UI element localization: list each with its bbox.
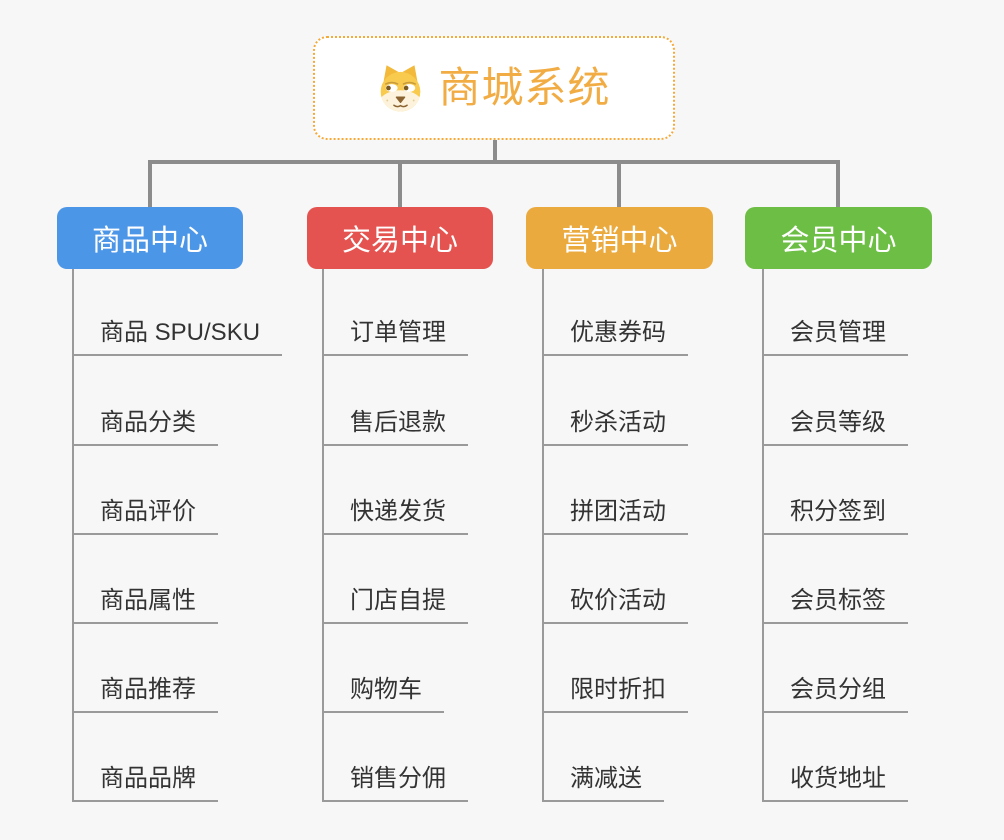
leaf-node[interactable]: 收货地址 [762,764,908,802]
branch-product-center[interactable]: 商品中心 [57,207,243,269]
leaf-node[interactable]: 秒杀活动 [542,408,688,446]
leaf-node[interactable]: 会员管理 [762,318,908,356]
leaf-node[interactable]: 售后退款 [322,408,468,446]
leaf-node[interactable]: 购物车 [322,675,444,713]
connector-drop-2 [398,160,402,208]
connector-root-stub [493,140,497,161]
leaf-node[interactable]: 砍价活动 [542,586,688,624]
root-title: 商城系统 [438,64,611,111]
branch-trade-center[interactable]: 交易中心 [307,207,493,269]
leaf-node[interactable]: 订单管理 [322,318,468,356]
leaf-node[interactable]: 商品 SPU/SKU [72,318,283,356]
leaf-node[interactable]: 限时折扣 [542,675,688,713]
connector-drop-3 [617,160,621,208]
leaf-node[interactable]: 商品属性 [72,586,218,624]
leaf-node[interactable]: 商品推荐 [72,675,218,713]
leaf-node[interactable]: 拼团活动 [542,497,688,535]
leaf-node[interactable]: 快递发货 [322,497,468,535]
connector-drop-4 [836,160,840,208]
leaf-node[interactable]: 优惠券码 [542,318,688,356]
leaf-node[interactable]: 会员分组 [762,675,908,713]
connector-drop-1 [148,160,152,208]
leaf-node[interactable]: 满减送 [542,764,664,802]
branch-marketing-center[interactable]: 营销中心 [526,207,713,269]
leaf-node[interactable]: 商品品牌 [72,764,218,802]
dog-face-icon [377,63,424,113]
leaf-node[interactable]: 销售分佣 [322,764,468,802]
leaf-node[interactable]: 商品分类 [72,408,218,446]
leaf-node[interactable]: 会员标签 [762,586,908,624]
leaf-node[interactable]: 会员等级 [762,408,908,446]
leaf-node[interactable]: 商品评价 [72,497,218,535]
branch-member-center[interactable]: 会员中心 [745,207,932,269]
leaf-node[interactable]: 积分签到 [762,497,908,535]
root-node[interactable]: 商城系统 [313,36,675,140]
connector-rail [148,160,840,164]
leaf-node[interactable]: 门店自提 [322,586,468,624]
